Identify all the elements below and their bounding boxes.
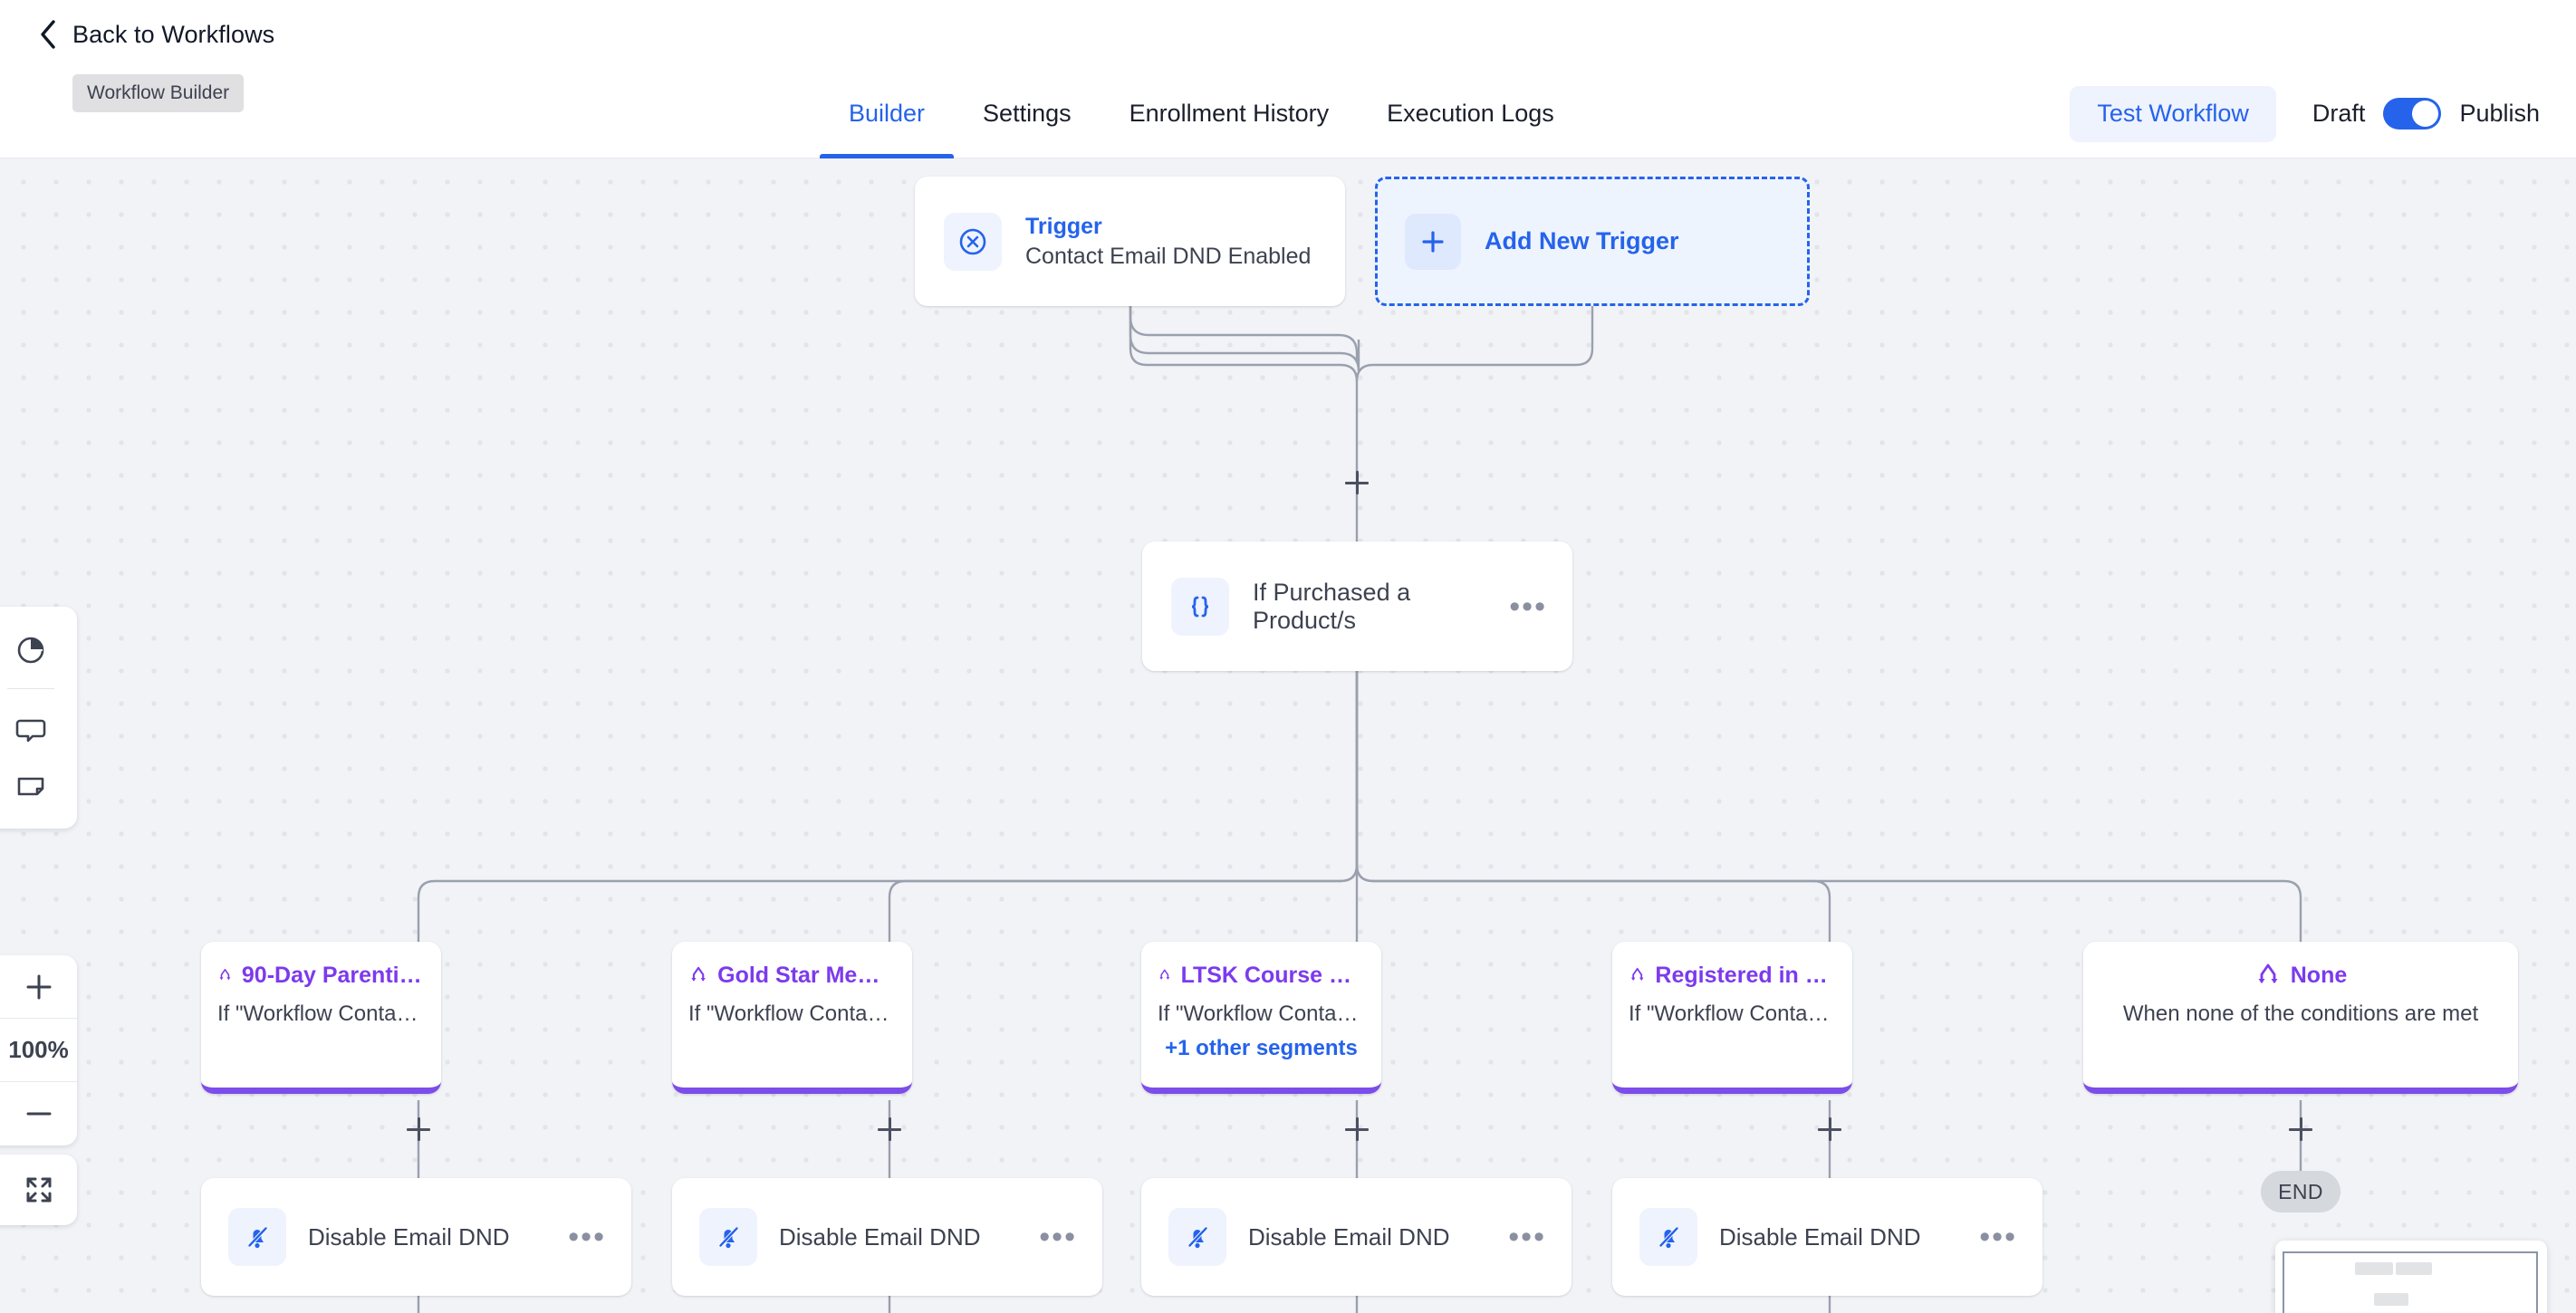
branch-condition: If "Workflow Contact" is active in "S... [688, 1002, 896, 1026]
fit-to-screen-button[interactable] [0, 1155, 77, 1225]
branch-condition: If "Workflow Contact" is active in "2... [1629, 1002, 1836, 1026]
end-badge-branch-4: END [2261, 1171, 2341, 1212]
tab-enrollment-history[interactable]: Enrollment History [1129, 100, 1330, 127]
tooltip-workflow-builder: Workflow Builder [72, 74, 245, 112]
branch-name: LTSK Course Bundle Welcome ... [1180, 962, 1365, 988]
braces-icon [1171, 577, 1229, 636]
action-menu-button[interactable]: ••• [568, 1220, 606, 1254]
draft-label: Draft [2312, 100, 2366, 127]
branch-card-3[interactable]: Registered in Masterclass If "Workflow C… [1612, 942, 1852, 1094]
action-card-2[interactable]: Disable Email DND ••• [1141, 1178, 1572, 1296]
action-title: Disable Email DND [1248, 1222, 1450, 1251]
branch-condition: When none of the conditions are met [2122, 1002, 2479, 1026]
tab-builder[interactable]: Builder [820, 69, 955, 158]
zoom-out-button[interactable] [0, 1082, 77, 1145]
branch-card-0[interactable]: 90-Day Parenting Challenge ... If "Workf… [201, 942, 441, 1094]
bell-off-icon [228, 1208, 286, 1266]
zoom-in-button[interactable] [0, 955, 77, 1019]
workflow-canvas[interactable]: Trigger Contact Email DND Enabled Add Ne… [0, 158, 2576, 1313]
branch-name: Gold Star Membership [717, 962, 896, 988]
publish-label: Publish [2459, 100, 2540, 127]
tab-bar: Builder Settings Enrollment History Exec… [0, 69, 2576, 158]
trigger-label: Trigger [1025, 213, 1102, 239]
add-step-button-branch-0[interactable] [402, 1113, 435, 1145]
chevron-left-icon [41, 20, 55, 49]
toggle-knob [2412, 101, 2439, 127]
publish-toggle[interactable] [2383, 98, 2442, 129]
action-menu-button[interactable]: ••• [1979, 1220, 2017, 1254]
branch-header: None [2100, 962, 2502, 989]
add-new-trigger-label: Add New Trigger [1485, 227, 1679, 254]
trigger-node[interactable]: Trigger Contact Email DND Enabled [915, 177, 1345, 306]
analytics-pie-icon[interactable] [12, 630, 50, 668]
condition-node[interactable]: If Purchased a Product/s ••• [1142, 541, 1572, 671]
branch-fork-icon [1159, 969, 1170, 980]
left-tool-panel [0, 607, 77, 829]
add-step-button-branch-2[interactable] [1341, 1113, 1373, 1145]
top-header: Back to Workflows [0, 0, 2576, 69]
action-title: Disable Email DND [779, 1222, 981, 1251]
condition-menu-button[interactable]: ••• [1509, 589, 1547, 624]
back-to-workflows-link[interactable]: Back to Workflows [38, 19, 274, 50]
back-label: Back to Workflows [72, 20, 275, 48]
branch-card-2[interactable]: LTSK Course Bundle Welcome ... If "Workf… [1141, 942, 1381, 1094]
plus-icon [26, 974, 51, 999]
bell-off-icon [699, 1208, 757, 1266]
minimap[interactable] [2275, 1241, 2547, 1313]
branch-header: 90-Day Parenting Challenge ... [217, 962, 425, 989]
tool-divider [6, 688, 54, 689]
bell-off-icon [1168, 1208, 1226, 1266]
action-title: Disable Email DND [1719, 1222, 1921, 1251]
tab-bar-actions: Test Workflow Draft Publish [2070, 69, 2540, 158]
fit-screen-icon [26, 1177, 51, 1203]
branch-fork-icon [691, 966, 706, 982]
action-menu-button[interactable]: ••• [1508, 1220, 1546, 1254]
tab-settings[interactable]: Settings [983, 100, 1072, 127]
minimap-viewport[interactable] [2283, 1251, 2538, 1313]
connector-edges [417, 306, 2302, 1313]
action-title: Disable Email DND [308, 1222, 510, 1251]
branch-card-4[interactable]: None When none of the conditions are met [2083, 942, 2518, 1094]
plus-icon [1405, 213, 1461, 270]
add-new-trigger-button[interactable]: Add New Trigger [1375, 177, 1810, 306]
branch-fork-icon [2258, 963, 2278, 983]
minimap-node [2355, 1262, 2393, 1275]
branch-condition: If "Workflow Contact" is active in "1... [217, 1002, 425, 1026]
add-step-button-branch-3[interactable] [1813, 1113, 1846, 1145]
minus-icon [26, 1112, 51, 1116]
branch-header: LTSK Course Bundle Welcome ... [1158, 962, 1365, 989]
add-step-button-branch-4[interactable] [2284, 1113, 2317, 1145]
note-icon[interactable] [12, 767, 50, 805]
action-card-1[interactable]: Disable Email DND ••• [672, 1178, 1102, 1296]
action-menu-button[interactable]: ••• [1039, 1220, 1077, 1254]
branch-header: Registered in Masterclass [1629, 962, 1836, 989]
add-step-button-branch-1[interactable] [873, 1113, 906, 1145]
bell-off-icon [1639, 1208, 1697, 1266]
branch-fork-icon [1630, 967, 1644, 981]
add-step-button-trunk[interactable] [1341, 466, 1373, 499]
trigger-x-circle-icon [944, 212, 1002, 271]
minimap-node [2396, 1262, 2432, 1275]
branch-condition: If "Workflow Contact" is active in "L... [1158, 1002, 1365, 1026]
branch-other-segments-link[interactable]: +1 other segments [1165, 1036, 1358, 1060]
branch-name: None [2290, 962, 2348, 988]
test-workflow-button[interactable]: Test Workflow [2070, 85, 2276, 142]
minimap-node [2374, 1293, 2408, 1306]
tab-list: Builder Settings Enrollment History Exec… [820, 69, 1583, 158]
tab-execution-logs[interactable]: Execution Logs [1387, 100, 1554, 127]
trigger-texts: Trigger Contact Email DND Enabled [1025, 214, 1311, 270]
action-card-3[interactable]: Disable Email DND ••• [1612, 1178, 2043, 1296]
condition-title: If Purchased a Product/s [1253, 578, 1411, 634]
action-card-0[interactable]: Disable Email DND ••• [201, 1178, 631, 1296]
zoom-control-panel: 100% [0, 955, 77, 1145]
trigger-subtitle: Contact Email DND Enabled [1025, 243, 1312, 269]
branch-fork-icon [219, 969, 231, 981]
comment-icon[interactable] [12, 709, 50, 747]
publish-toggle-group: Draft Publish [2312, 98, 2540, 129]
branch-name: Registered in Masterclass [1655, 962, 1836, 988]
zoom-level-label: 100% [0, 1019, 77, 1082]
branch-name: 90-Day Parenting Challenge ... [241, 962, 425, 988]
branch-header: Gold Star Membership [688, 962, 896, 989]
branch-card-1[interactable]: Gold Star Membership If "Workflow Contac… [672, 942, 912, 1094]
